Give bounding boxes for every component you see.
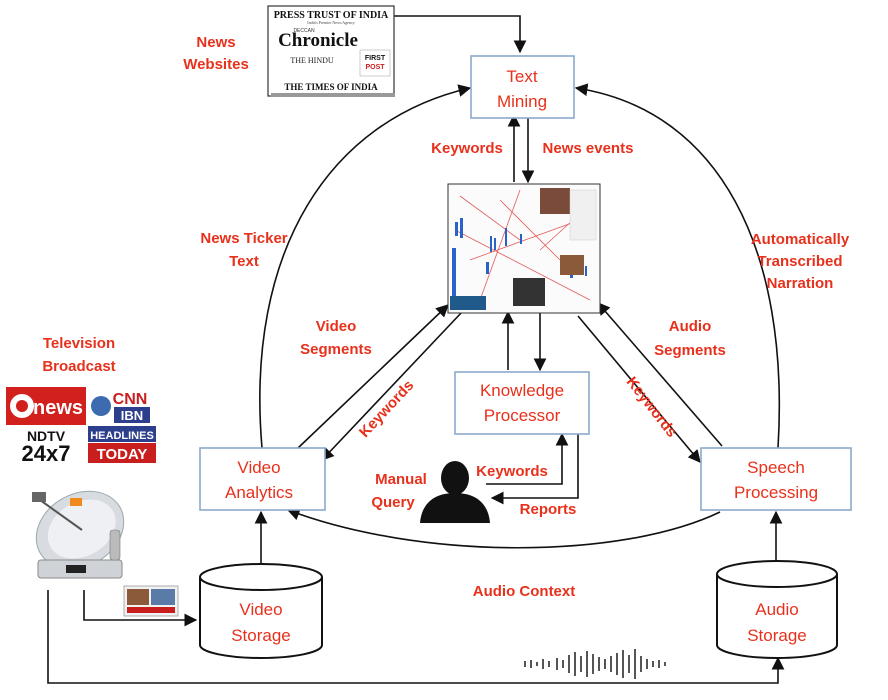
label-reports: Reports [520,501,577,518]
pti-subtitle: India's Premier News Agency [307,20,355,25]
svg-text:Processor: Processor [484,406,561,425]
svg-text:Speech: Speech [747,458,805,477]
label-video-segments-1: Video [316,318,357,335]
tv-screenshot-thumbnail [123,585,179,617]
arrow-to-audiostorage [47,590,785,684]
label-tv-1: Television [43,335,115,352]
label-auto-3: Narration [767,275,834,292]
arrow-query-keywords [486,432,569,485]
user-silhouette-icon [420,461,490,523]
chronicle-logo: Chronicle [278,30,358,51]
firstpost-logo-2: POST [365,64,385,71]
headlines-today-logo [88,426,156,442]
hindu-logo: THE HINDU [290,56,334,65]
label-news-events: News events [543,140,634,157]
svg-text:Mining: Mining [497,92,547,111]
arrow-news-to-textmining [393,15,527,54]
svg-text:Audio: Audio [755,600,798,619]
svg-text:news: news [33,397,83,419]
audio-waveform-icon [524,649,666,679]
video-analytics-box: Video Analytics [199,447,326,511]
label-keywords-kp: Keywords [476,463,548,480]
label-news-ticker-1: News Ticker [200,230,287,247]
label-audio-segments-1: Audio [669,318,712,335]
text-mining-box: Text Mining [470,55,575,119]
svg-text:IBN: IBN [121,408,143,423]
video-storage-cylinder: Video Storage [199,563,323,659]
svg-text:Analytics: Analytics [225,483,293,502]
arrow-narration-arc [574,83,781,449]
svg-text:NDTV: NDTV [27,428,66,444]
svg-text:Processing: Processing [734,483,818,502]
label-keywords-left: Keywords [356,377,417,441]
arrow-reports [490,434,579,505]
arrow-audio-context [286,508,721,549]
edge-labels: News Websites Keywords News events News … [42,34,850,600]
ndtv-logo [6,426,86,463]
pti-logo: PRESS TRUST OF INDIA [274,10,389,21]
label-keywords-top: Keywords [431,140,503,157]
svg-text:TODAY: TODAY [97,446,148,463]
satellite-dish-icon [32,490,125,579]
arrow-audio-segments [597,302,723,447]
label-auto-2: Transcribed [757,253,842,270]
label-news-ticker-2: Text [229,253,259,270]
arrow-keywords-left [321,311,463,461]
label-audio-segments-2: Segments [654,342,726,359]
svg-text:Knowledge: Knowledge [480,381,564,400]
svg-text:Text: Text [506,67,537,86]
tv-channel-logos: news CNN IBN NDTV 24x7 HEADLINES TODAY [6,387,156,466]
svg-text:Video: Video [237,458,280,477]
label-manual-query-1: Manual [375,471,427,488]
firstpost-logo-1: FIRST [365,55,386,62]
knowledge-processor-box: Knowledge Processor [454,371,590,435]
svg-text:Storage: Storage [231,626,291,645]
arrow-video-segments [297,304,449,449]
speech-processing-box: Speech Processing [700,447,852,511]
arrow-ticker-arc [259,84,472,449]
label-news-websites-1: News [196,34,235,51]
label-manual-query-2: Query [371,494,415,511]
toi-logo: THE TIMES OF INDIA [284,82,378,92]
svg-text:24x7: 24x7 [22,441,71,466]
label-keywords-right: Keywords [623,374,681,441]
central-visualization [447,183,601,314]
audio-storage-cylinder: Audio Storage [716,560,838,659]
svg-text:Video: Video [239,600,282,619]
label-tv-2: Broadcast [42,358,115,375]
label-auto-1: Automatically [751,231,850,248]
svg-text:CNN: CNN [113,391,148,408]
deccan-logo: DECCAN [293,28,315,34]
arrow-keywords-right [577,315,701,463]
svg-text:Storage: Storage [747,626,807,645]
connectors [47,15,785,684]
label-audio-context: Audio Context [473,583,576,600]
newspaper-logos: PRESS TRUST OF INDIA India's Premier New… [267,5,395,97]
svg-text:HEADLINES: HEADLINES [90,430,154,442]
label-news-websites-2: Websites [183,56,249,73]
arrow-to-videostorage [83,590,198,627]
label-video-segments-2: Segments [300,341,372,358]
